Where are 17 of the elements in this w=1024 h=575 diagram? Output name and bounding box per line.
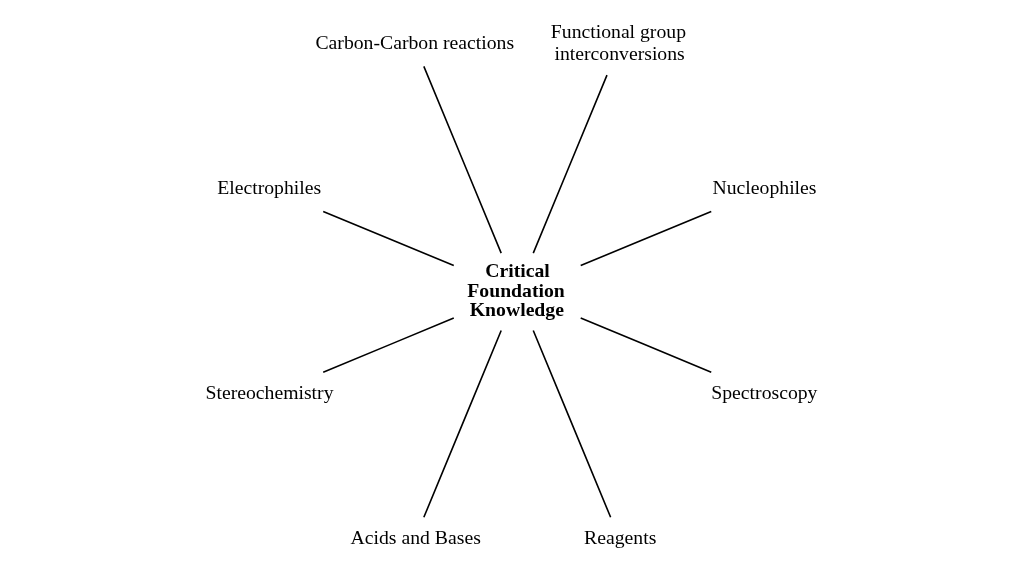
connector <box>579 317 713 373</box>
node-text: Functional group interconversions <box>550 19 686 64</box>
node-text: Nucleophiles <box>712 175 817 198</box>
node-text: Carbon-Carbon reactions <box>315 30 515 53</box>
node-text: Acids and Bases <box>350 526 481 549</box>
node-text: Critical Foundation Knowledge <box>467 258 565 321</box>
connector <box>423 329 502 519</box>
node-text: Stereochemistry <box>205 381 334 404</box>
connector <box>322 317 455 373</box>
connector <box>579 210 713 267</box>
connector <box>532 329 612 519</box>
node-text: Electrophiles <box>217 175 322 198</box>
connector <box>532 74 608 254</box>
connector <box>322 210 455 267</box>
node-text: Spectroscopy <box>711 381 818 404</box>
connector <box>423 65 502 254</box>
node-text: Reagents <box>584 526 657 549</box>
